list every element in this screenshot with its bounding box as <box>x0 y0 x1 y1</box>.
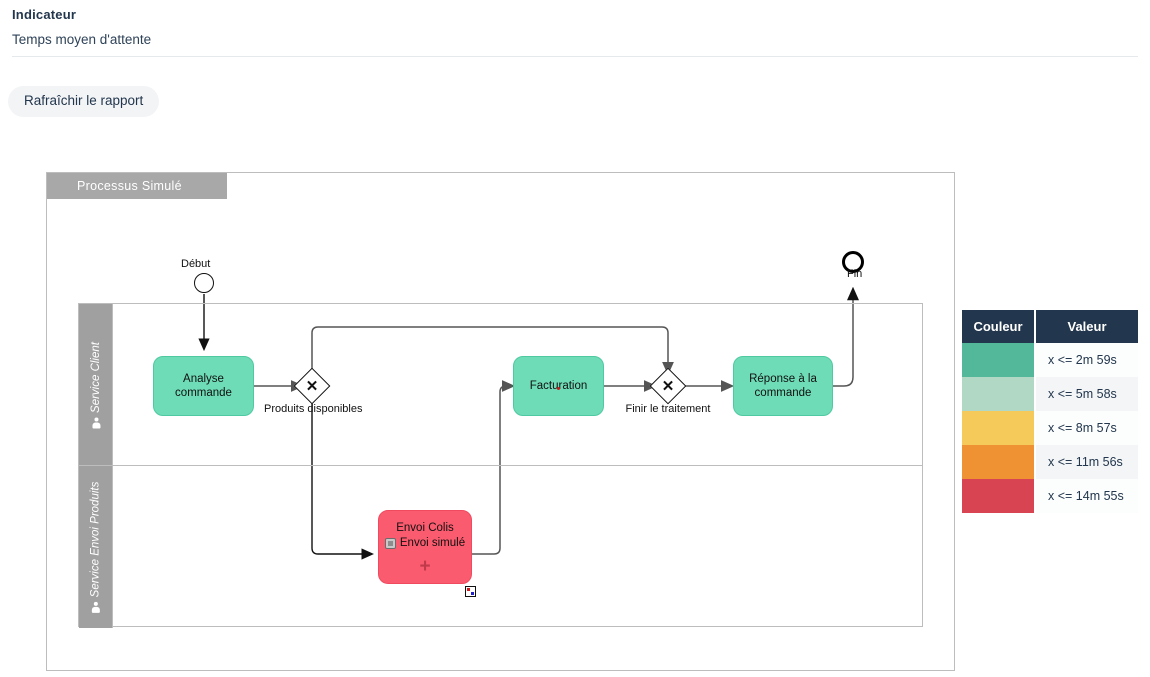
legend-swatch <box>962 377 1034 411</box>
task-analyse-commande[interactable]: Analyse commande <box>153 356 254 416</box>
table-row: x <= 11m 56s <box>962 445 1138 479</box>
legend-swatch-cell <box>962 377 1035 411</box>
task-label: Facturation <box>529 379 588 392</box>
gateway-x-icon: ✕ <box>305 378 319 395</box>
lane-header-service-envoi-produits: Service Envoi Produits <box>79 466 113 628</box>
legend-swatch-cell <box>962 445 1035 479</box>
bpmn-diagram-canvas[interactable]: Processus Simulé Début Fin <box>46 172 955 671</box>
header-divider <box>12 56 1138 57</box>
pool-header: Processus Simulé <box>47 173 227 199</box>
pool-label: Processus Simulé <box>77 179 182 193</box>
person-icon <box>91 417 101 428</box>
person-icon <box>91 602 101 613</box>
legend-body: x <= 2m 59s x <= 5m 58s x <= 8m 57s x <=… <box>962 343 1138 513</box>
legend-swatch-cell <box>962 343 1035 377</box>
legend-swatch <box>962 479 1034 513</box>
task-sublabel: Envoi simulé <box>399 537 466 550</box>
legend-swatch <box>962 411 1034 445</box>
task-label: Réponse à la commande <box>749 372 817 399</box>
process-pool: Service Client Service Envoi Produits <box>78 303 923 628</box>
legend-value: x <= 2m 59s <box>1034 343 1138 377</box>
indicator-subtitle: Temps moyen d'attente <box>12 32 152 47</box>
legend-value: x <= 8m 57s <box>1034 411 1138 445</box>
start-event[interactable] <box>194 273 214 293</box>
table-row: x <= 8m 57s <box>962 411 1138 445</box>
gateway-x-icon: ✕ <box>661 378 675 395</box>
legend-swatch-cell <box>962 479 1035 513</box>
lane-service-envoi-produits: Service Envoi Produits <box>79 466 922 628</box>
collapsed-subprocess-plus-icon[interactable]: + <box>419 556 431 577</box>
task-envoi-colis[interactable]: Envoi Colis Envoi simulé + <box>378 510 472 584</box>
legend-col-valeur: Valeur <box>1035 310 1138 343</box>
task-reponse-a-la-commande[interactable]: Réponse à la commande <box>733 356 833 416</box>
refresh-report-button[interactable]: Rafraîchir le rapport <box>8 86 160 117</box>
lane-label: Service Client <box>89 341 102 413</box>
legend-value: x <= 11m 56s <box>1034 445 1138 479</box>
table-row: x <= 14m 55s <box>962 479 1138 513</box>
legend-value: x <= 14m 55s <box>1034 479 1138 513</box>
legend-swatch-cell <box>962 411 1035 445</box>
task-facturation[interactable]: Facturation <box>513 356 604 416</box>
task-label: Envoi Colis <box>396 522 454 534</box>
legend-table: Couleur Valeur x <= 2m 59s x <= 5m 58s x… <box>962 310 1138 513</box>
end-event-label: Fin <box>847 268 863 280</box>
table-row: x <= 2m 59s <box>962 343 1138 377</box>
task-label: Analyse commande <box>175 372 232 399</box>
legend-swatch <box>962 343 1034 377</box>
subprocess-sub-line: Envoi simulé <box>384 536 466 550</box>
page-title: Indicateur <box>12 7 77 22</box>
lane-service-client: Service Client <box>79 304 922 466</box>
lane-label: Service Envoi Produits <box>89 481 102 598</box>
lane-header-service-client: Service Client <box>79 304 113 465</box>
table-row: x <= 5m 58s <box>962 377 1138 411</box>
legend-col-couleur: Couleur <box>962 310 1036 343</box>
gateway-label: Finir le traitement <box>625 403 711 415</box>
gateway-label: Produits disponibles <box>264 403 363 415</box>
end-event[interactable] <box>842 251 864 273</box>
legend-header-row: Couleur Valeur <box>962 310 1138 343</box>
start-event-label: Début <box>181 258 211 270</box>
red-dot-marker <box>556 387 560 390</box>
simulation-badge-icon[interactable] <box>465 586 476 597</box>
legend-swatch <box>962 445 1034 479</box>
legend-value: x <= 5m 58s <box>1034 377 1138 411</box>
simulation-icon <box>384 538 396 550</box>
